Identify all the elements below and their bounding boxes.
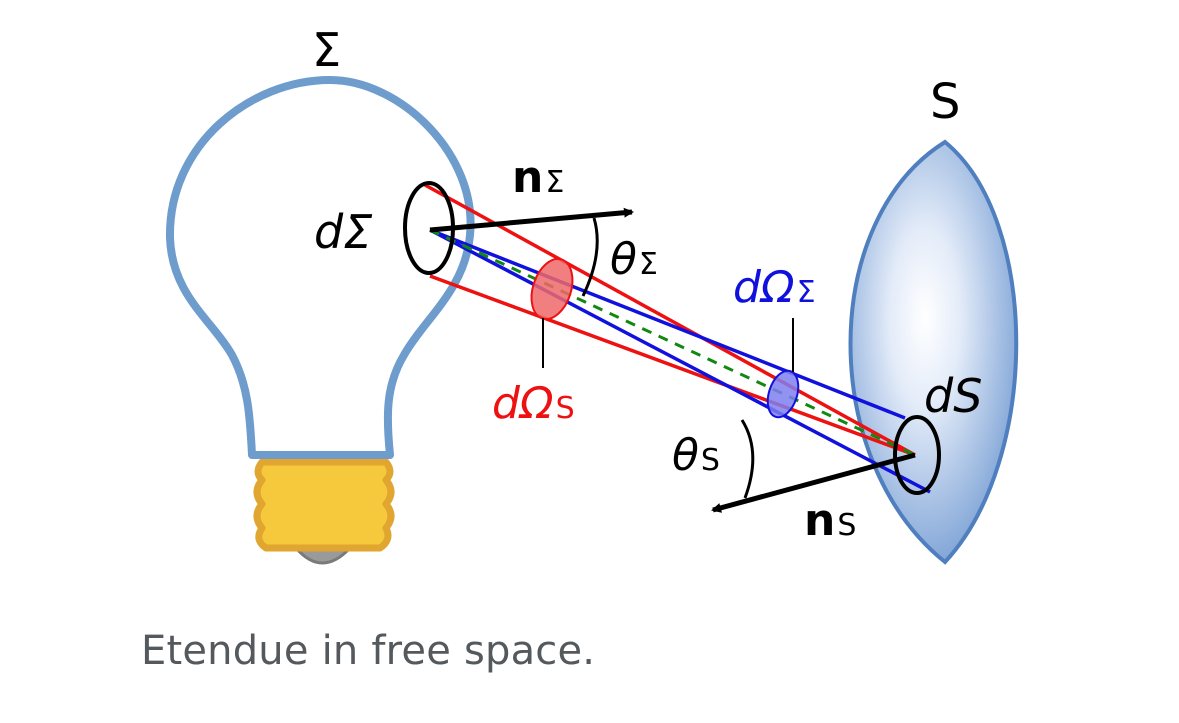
label-receiver-element: dS (924, 369, 982, 423)
label-solid-angle-source: dΩΣ (733, 262, 816, 313)
light-bulb (165, 76, 475, 565)
lens-surface (848, 139, 1019, 565)
label-solid-angle-receiver: dΩS (492, 378, 575, 429)
red-cone (424, 183, 916, 457)
normal-receiver-arrow (711, 452, 916, 513)
label-angle-receiver: θS (672, 430, 720, 481)
label-normal-receiver: nS (804, 495, 856, 546)
label-angle-source: θΣ (610, 234, 658, 285)
label-source-surface: Σ (312, 23, 341, 77)
solid-angle-receiver-ellipse (766, 369, 800, 419)
figure-caption: Etendue in free space. (141, 628, 596, 674)
bulb-glass (165, 76, 475, 459)
etendue-diagram: Σ S dΣ dS nΣ nS θΣ θS dΩΣ dΩS (165, 23, 1019, 565)
label-normal-source: nΣ (512, 152, 564, 203)
blue-cone (429, 228, 931, 494)
label-receiver-surface: S (930, 74, 960, 130)
normal-source-arrow (429, 207, 634, 233)
angle-source-arc (581, 217, 599, 297)
label-source-element: dΣ (314, 205, 372, 259)
angle-receiver-arc (740, 419, 755, 499)
receiver-area-element (893, 415, 941, 495)
bulb-base (253, 458, 395, 565)
